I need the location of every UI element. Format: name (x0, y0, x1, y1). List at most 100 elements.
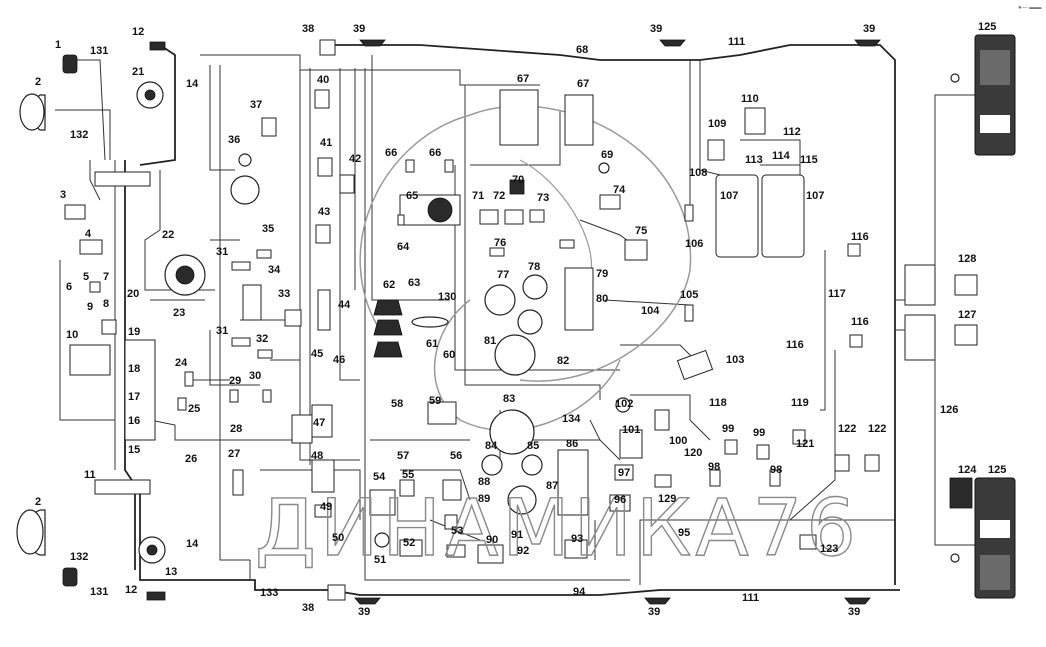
starter-icon (242, 284, 262, 321)
callout-119: 119 (791, 397, 809, 409)
callout-134: 134 (562, 413, 581, 425)
callout-125-1: 125 (978, 21, 996, 33)
callout-39-5: 39 (648, 606, 660, 618)
callout-20: 20 (127, 288, 139, 300)
callout-46: 46 (333, 354, 345, 366)
gauge-80-icon (517, 309, 543, 335)
callout-108: 108 (689, 167, 707, 179)
callout-67-1: 67 (517, 73, 529, 85)
callout-122-2: 122 (868, 423, 886, 435)
callout-41: 41 (320, 137, 332, 149)
callout-67-2: 67 (577, 78, 589, 90)
callout-1: 1 (55, 39, 61, 51)
callout-88: 88 (478, 476, 490, 488)
corner-mark: ●— ▬▬ (1018, 5, 1041, 11)
fuse-block-left (124, 339, 156, 441)
callout-118: 118 (709, 397, 727, 409)
callout-128: 128 (958, 253, 976, 265)
callout-92: 92 (517, 545, 529, 557)
callout-16: 16 (128, 415, 140, 427)
callout-109: 109 (708, 118, 726, 130)
callout-116-3: 116 (851, 316, 869, 328)
callout-98-2: 98 (770, 464, 782, 476)
callout-130: 130 (438, 291, 456, 303)
connector-right-lower (904, 314, 936, 361)
callout-76: 76 (494, 237, 506, 249)
callout-102: 102 (615, 398, 633, 410)
callout-117: 117 (828, 288, 846, 300)
callout-58: 58 (391, 398, 403, 410)
switch-103-icon (676, 349, 714, 381)
callout-42: 42 (349, 153, 361, 165)
ignition-coil-icon (261, 117, 277, 137)
callout-116-2: 116 (786, 339, 804, 351)
relay-67-right (564, 94, 594, 146)
callout-63: 63 (408, 277, 420, 289)
callout-labels: 1223456789101112121314141516171819202122… (35, 21, 1006, 618)
callout-132-1: 132 (70, 129, 88, 141)
relay-67-left (499, 89, 539, 146)
callout-85: 85 (527, 440, 539, 452)
callout-59: 59 (429, 395, 441, 407)
callout-25: 25 (188, 403, 200, 415)
callout-39-6: 39 (848, 606, 860, 618)
sensor-3-icon (64, 204, 86, 220)
callout-110: 110 (741, 93, 759, 105)
ground-39-e (644, 597, 671, 605)
warning-lamp-block-79 (564, 267, 594, 331)
callout-77: 77 (497, 269, 509, 281)
distributor-icon (230, 175, 260, 205)
callout-14-2: 14 (186, 538, 199, 550)
lamp-61-icon (411, 316, 449, 328)
callout-121: 121 (796, 438, 814, 450)
headlight-unit-107-right (761, 174, 805, 258)
callout-113: 113 (745, 154, 763, 166)
relay-10-icon (69, 344, 111, 376)
callout-10: 10 (66, 329, 78, 341)
callout-122-1: 122 (838, 423, 856, 435)
callout-7: 7 (103, 271, 109, 283)
callout-132-2: 132 (70, 551, 88, 563)
callout-82: 82 (557, 355, 569, 367)
callout-60: 60 (443, 349, 455, 361)
callout-45: 45 (311, 348, 323, 360)
ground-39-d (354, 597, 381, 605)
callout-64: 64 (397, 241, 410, 253)
callout-36: 36 (228, 134, 240, 146)
side-lamp-top-icon (62, 54, 78, 74)
callout-91: 91 (511, 529, 523, 541)
callout-6: 6 (66, 281, 72, 293)
callout-62: 62 (383, 279, 395, 291)
callout-94: 94 (573, 586, 586, 598)
callout-39-2: 39 (650, 23, 662, 35)
callout-15: 15 (128, 444, 140, 456)
callout-100: 100 (669, 435, 687, 447)
callout-32: 32 (256, 333, 268, 345)
callout-24: 24 (175, 357, 188, 369)
callout-40: 40 (317, 74, 329, 86)
callout-4: 4 (85, 228, 92, 240)
lamp-62b-icon (373, 319, 403, 336)
gauge-78-icon (522, 274, 548, 300)
callout-104: 104 (641, 305, 660, 317)
callout-80: 80 (596, 293, 608, 305)
callout-99-1: 99 (722, 423, 734, 435)
callout-96: 96 (614, 494, 626, 506)
callout-33: 33 (278, 288, 290, 300)
callout-86: 86 (566, 438, 578, 450)
watermark: ДИНАМИКА76 (255, 484, 860, 574)
callout-66-1: 66 (385, 147, 397, 159)
callout-81: 81 (484, 335, 496, 347)
callout-103: 103 (726, 354, 744, 366)
callout-71: 71 (472, 190, 484, 202)
callout-5: 5 (83, 271, 89, 283)
callout-124: 124 (958, 464, 977, 476)
callout-39-1: 39 (353, 23, 365, 35)
callout-55: 55 (402, 469, 414, 481)
callout-18: 18 (128, 363, 140, 375)
gauge-84-icon (481, 454, 503, 476)
callout-65: 65 (406, 190, 418, 202)
callout-111-1: 111 (728, 36, 745, 48)
callout-54: 54 (373, 471, 386, 483)
